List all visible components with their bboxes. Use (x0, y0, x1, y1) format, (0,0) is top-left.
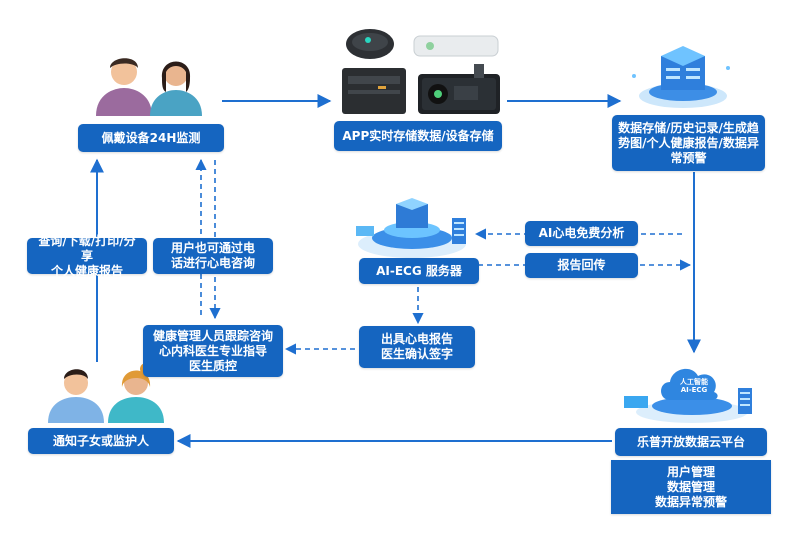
notify-family-box: 通知子女或监护人 (28, 428, 174, 454)
report-return-box: 报告回传 (525, 253, 638, 278)
family-users-icon (96, 58, 202, 116)
ai-ecg-server-icon (356, 198, 466, 258)
cloud-icon-text: 人工智能 AI-ECG (680, 378, 708, 394)
app-storage-box: APP实时存储数据/设备存储 (334, 121, 502, 151)
data-storage-icon (632, 46, 730, 108)
platform-functions-box: 用户管理 数据管理 数据异常预警 (611, 460, 771, 514)
health-management-box: 健康管理人员跟踪咨询 心内科医生专业指导 医生质控 (143, 325, 283, 377)
ai-analysis-box: AI心电免费分析 (525, 221, 638, 246)
cloud-icon (624, 368, 752, 423)
phone-consult-box: 用户也可通过电 话进行心电咨询 (153, 238, 273, 274)
ecg-server-box: AI-ECG 服务器 (359, 258, 479, 284)
wear-monitoring-box: 佩戴设备24H监测 (78, 124, 224, 152)
family-guardians-icon (48, 363, 164, 423)
issue-report-box: 出具心电报告 医生确认签字 (359, 326, 475, 368)
cloud-platform-illustration: 人工智能 AI-ECG (620, 352, 760, 424)
data-storage-box: 数据存储/历史记录/生成趋势图/个人健康报告/数据异常预警 (612, 115, 765, 171)
cloud-platform-box: 乐普开放数据云平台 (615, 428, 767, 456)
ecg-devices-icon (342, 29, 500, 114)
query-share-box: 查询/下载/打印/分享 个人健康报告 (27, 234, 147, 278)
